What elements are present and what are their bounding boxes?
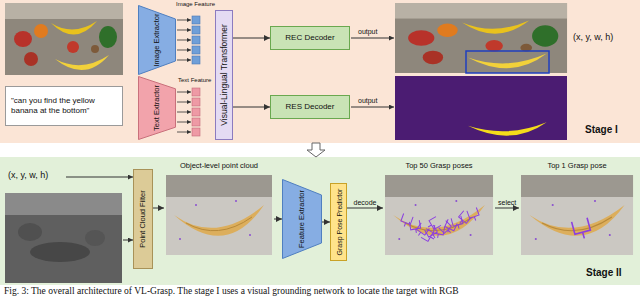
trapezoid-fill xyxy=(139,6,176,75)
arrow-connector xyxy=(233,107,270,108)
node-label: REC Decoder xyxy=(285,33,334,43)
decoder-box: REC Decoder xyxy=(270,26,350,50)
text-feature-cells xyxy=(192,88,200,136)
image-heading: Top 50 Grasp poses xyxy=(383,160,495,171)
feature-arrows xyxy=(177,20,191,132)
stage-band-fill xyxy=(0,157,640,285)
annotation-label: Text Feature xyxy=(178,77,211,84)
point-cloud-image xyxy=(166,175,272,255)
arrow-connector xyxy=(233,38,270,39)
image-panel: Object-level point cloud xyxy=(164,160,274,256)
grasp-pose xyxy=(572,218,592,241)
stage-title: Stage II xyxy=(586,267,622,278)
trapezoid-fill xyxy=(283,180,322,259)
query-box: "can you find the yellow banana at the b… xyxy=(5,86,123,126)
stage-arrow xyxy=(307,143,325,157)
arrow-connector xyxy=(322,222,330,223)
predictor-box: Grasp Pose Predictor xyxy=(330,183,347,261)
annotation-label: Image Feature xyxy=(176,1,215,8)
depth-image xyxy=(5,193,122,283)
output-arrow xyxy=(351,38,394,39)
arrow-connector xyxy=(274,219,282,220)
arrow-connector xyxy=(495,208,519,209)
banana-mask xyxy=(468,122,547,135)
edge-label: select xyxy=(498,199,516,207)
stage-title: Stage I xyxy=(585,124,618,135)
image-panel: Top 1 Grasp pose xyxy=(519,160,635,256)
decoder-box: RES Decoder xyxy=(270,95,350,119)
grasp-poses xyxy=(400,208,481,244)
annotation-label: (x, y, w, h) xyxy=(8,170,48,180)
edge-label: decode xyxy=(354,199,377,207)
bbox-arrow xyxy=(66,177,133,178)
bounding-box xyxy=(466,51,549,73)
node-label: Visual-Lingual Transformer xyxy=(220,24,229,125)
figure-caption: Fig. 3: The overall architecture of VL-G… xyxy=(4,286,459,297)
top50-image xyxy=(385,175,493,255)
extractor-trapezoid: Feature Extractor xyxy=(282,179,322,259)
stage-band-fill xyxy=(0,0,640,143)
node-label: "can you find the yellow banana at the b… xyxy=(11,96,117,115)
filter-box: Point Cloud Filter xyxy=(133,169,153,269)
mask-image xyxy=(395,76,567,140)
image-heading: Object-level point cloud xyxy=(164,160,274,171)
arrow-connector xyxy=(347,208,383,209)
image-panel: Top 50 Grasp poses xyxy=(383,160,495,256)
node-label: Feature Extractor xyxy=(298,190,306,248)
node-label: Point Cloud Filter xyxy=(139,190,147,248)
node-label: RES Decoder xyxy=(286,102,335,112)
annotation-label: (x, y, w, h) xyxy=(573,32,613,42)
node-label: Text Extractor xyxy=(153,85,161,131)
extractor-trapezoid: Image Extractor xyxy=(138,5,176,75)
extractor-trapezoid: Text Extractor xyxy=(138,76,176,140)
trapezoid-fill xyxy=(139,77,176,140)
stage-band: Stage II Point Cloud Filter Object-level p… xyxy=(0,157,640,285)
top1-image xyxy=(521,175,633,255)
node-label: Grasp Pose Predictor xyxy=(335,189,342,256)
image-heading: Top 1 Grasp pose xyxy=(519,160,635,171)
annotation-label: output xyxy=(358,97,377,105)
depth-arrow xyxy=(123,240,133,241)
output-arrow xyxy=(351,107,394,108)
rec-output-photo xyxy=(395,3,567,73)
stage-band: Stage I "can you find the yellow banana a… xyxy=(0,0,640,143)
transformer-box: Visual-Lingual Transformer xyxy=(215,10,233,140)
node-label: Image Extractor xyxy=(153,14,161,67)
input-photo xyxy=(5,3,123,75)
image-feature-cells xyxy=(192,16,200,64)
annotation-label: output xyxy=(358,28,377,36)
arrow-connector xyxy=(153,208,164,209)
